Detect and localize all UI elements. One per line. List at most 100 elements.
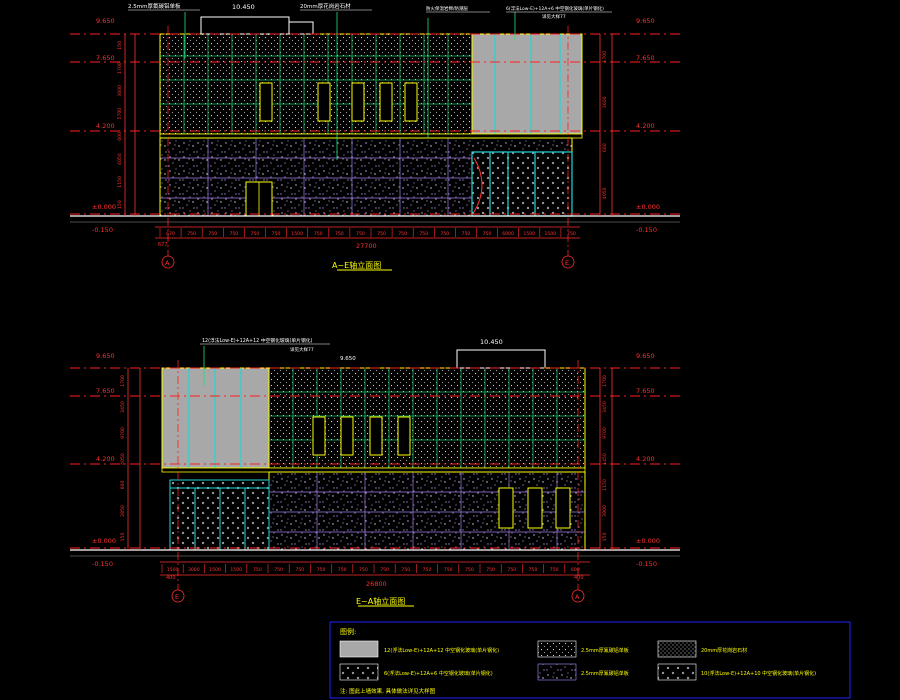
top-dim-18: 1500 [544,231,556,237]
bottom-dim-3: 1500 [230,567,242,573]
bottom-vdim-left-3: 4050 [120,453,126,465]
legend-item-2: 20mm厚花岗岩石材 [701,647,747,654]
top-roof-level: 10.450 [232,3,255,11]
legend-swatch-granite [657,640,697,658]
bottom-vdim-right-3: 1450 [602,453,608,465]
bottom-dim-12: 750 [423,567,432,573]
legend-swatch-glass-12 [339,640,379,658]
top-callout-3: 6(浮法Low-E)+12A+6 中空钢化玻璃(单片钢化) [506,5,604,12]
legend-item-3: 6(浮法Low-E)+12A+6 中空钢化玻璃(单片钢化) [384,670,493,677]
bottom-dim-9: 750 [359,567,368,573]
elevation-bottom [70,343,680,590]
legend-item-5: 10(浮法Low-E)+12A+10 中空钢化玻璃(单片钢化) [701,670,816,677]
top-dim-5: 750 [272,231,281,237]
bottom-dim-17: 750 [529,567,538,573]
legend-item-1: 2.5mm厚氟碳铝单板 [581,647,629,654]
bottom-vdim-left-6: 150 [120,533,126,542]
top-elevation-title: A~E轴立面图 [332,260,381,270]
top-dim-0: 670 [166,231,175,237]
top-vdim-left-3: 5700 [117,108,123,120]
legend: 图例: 12(浮法Low-E)+12A+12 中空钢化玻璃(单片钢化) 2.5m… [329,621,851,699]
bottom-dim-10: 750 [380,567,389,573]
legend-heading: 图例: [340,627,356,636]
bottom-roof-level: 10.450 [480,338,503,346]
glass-mullions-top [494,34,561,134]
bottom-level-right-1: 7.650 [636,387,655,395]
bottom-dim-15: 750 [486,567,495,573]
bottom-dim-1: 3000 [188,567,200,573]
bottom-level-right-4: -0.150 [636,560,657,568]
bottom-vdim-right-1: 3450 [602,401,608,413]
top-vdim-right-0: 1700 [602,51,608,63]
bottom-level-left-1: 7.650 [96,387,115,395]
stone-joints-top [160,138,472,216]
bottom-dim-19: 600 [571,567,580,573]
bottom-dim-6: 750 [295,567,304,573]
top-level-left-3: ±0.000 [92,203,116,211]
bottom-vdim-left-4: 600 [120,481,126,490]
legend-swatch-aluminum-2 [537,663,577,681]
legend-swatch-glass-6 [339,663,379,681]
bottom-dim-14: 750 [465,567,474,573]
bottom-vdim-left-1: 3450 [120,401,126,413]
top-level-left-1: 7.650 [96,54,115,62]
top-total-dim: 27700 [356,242,377,250]
top-dim-7: 750 [314,231,323,237]
top-axis-right: E [565,259,569,267]
bottom-vdim-right-4: 1150 [602,479,608,491]
top-dim-17: 1500 [523,231,535,237]
top-level-right-1: 7.650 [636,54,655,62]
top-dim-10: 750 [377,231,386,237]
top-level-right-3: ±0.000 [636,203,660,211]
level-lines-top [70,33,680,215]
roof-structure-bottom [456,349,546,369]
top-vdim-left-7: 150 [117,200,123,209]
bottom-level-left-3: ±0.000 [92,537,116,545]
top-dim-3: 750 [229,231,238,237]
bottom-callout-0: 12(浮法Low-E)+12A+12 中空钢化玻璃(单片钢化) [202,337,313,344]
bottom-vdim-right-6: 150 [602,533,608,542]
elevation-top [70,9,680,256]
legend-note: 注: 图此上墙效果, 具体做法详见大样图 [340,687,436,695]
upper-windows-bottom [312,416,411,456]
bottom-axis-right: A [575,593,580,601]
top-level-right-2: 4.200 [636,122,655,130]
bottom-vdim-right-0: 1700 [602,375,608,387]
top-callout-0: 2.5mm厚氟碳铝单板 [128,2,181,10]
top-vdim-left-1: 1700 [117,62,123,74]
top-level-right-4: -0.150 [636,226,657,234]
top-dim-2: 750 [208,231,217,237]
upper-windows-top [259,82,418,122]
bottom-level-right-3: ±0.000 [636,537,660,545]
top-axis-bubble-right [561,255,575,269]
legend-item-4: 2.5mm厚氟碳铝单板 [581,670,629,677]
top-dim-16: 6000 [502,231,514,237]
legend-frame [329,621,851,699]
bottom-extra-dim-right: 400 [574,575,584,581]
bottom-vdim-left-5: 2850 [120,505,126,517]
top-dim-1: 750 [187,231,196,237]
top-vdim-left-0: 150 [117,41,123,50]
top-callout-2: 防火保温岩棉/防潮层 [426,5,469,12]
bottom-dim-4: 750 [253,567,262,573]
bottom-level-left-2: 4.200 [96,455,115,463]
top-dim-15: 750 [483,231,492,237]
bottom-vdim-left-2: 9700 [120,427,126,439]
top-dim-13: 750 [440,231,449,237]
top-dim-9: 750 [356,231,365,237]
top-labels: 9.650 7.650 4.200 ±0.000 -0.150 9.650 7.… [92,2,660,270]
bottom-axis-bubble-right [571,589,585,603]
bottom-elevation-title: E~A轴立面图 [356,596,405,606]
bottom-level-left-0: 9.650 [96,352,115,360]
top-vdim-left-6: 1150 [117,176,123,188]
top-vdim-right-1: 3600 [602,96,608,108]
top-callout-4: 详见大样77 [542,13,566,20]
bottom-dim-2: 1500 [209,567,221,573]
top-vdim-right-3: 4050 [602,187,608,199]
top-dim-4: 750 [251,231,260,237]
bottom-dim-18: 750 [550,567,559,573]
bottom-vdim-left-0: 1700 [120,375,126,387]
bottom-labels: 9.650 7.650 4.200 ±0.000 -0.150 9.650 7.… [92,337,660,606]
